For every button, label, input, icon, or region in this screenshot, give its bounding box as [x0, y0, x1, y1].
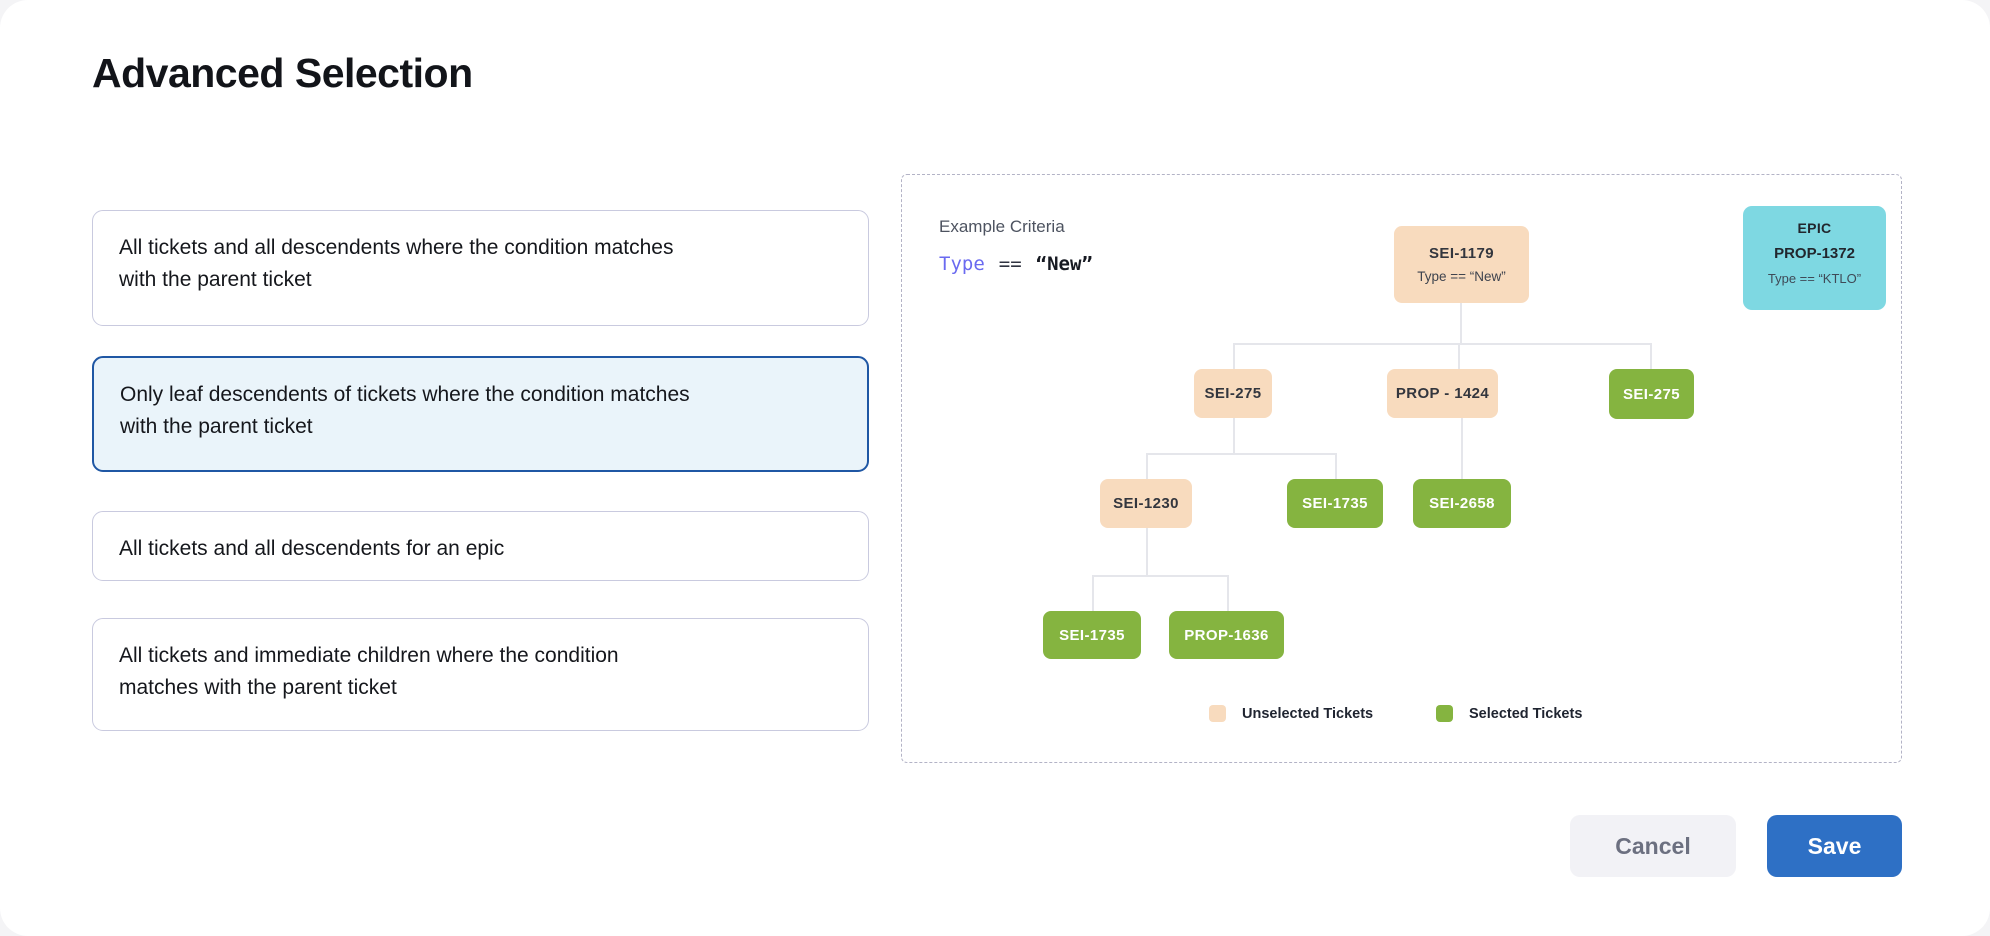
cancel-button[interactable]: Cancel — [1570, 815, 1736, 877]
tree-connector — [1092, 575, 1227, 577]
ticket-node: PROP - 1424 — [1387, 369, 1498, 418]
example-heading: Example Criteria — [939, 217, 1065, 236]
epic-card: EPIC PROP-1372 Type == “KTLO” — [1743, 206, 1886, 310]
ticket-node: SEI-275 — [1609, 369, 1694, 419]
tree-connector — [1335, 453, 1337, 479]
option-all-descendents-condition[interactable]: All tickets and all descendents where th… — [92, 210, 869, 326]
epic-type-label: EPIC — [1797, 220, 1832, 236]
ticket-id: PROP - 1424 — [1395, 385, 1490, 402]
criteria-operator: == — [998, 253, 1022, 275]
ticket-id: SEI-1230 — [1113, 495, 1179, 512]
ticket-id: SEI-2658 — [1429, 495, 1495, 512]
example-criteria-expression: Type == “New” — [939, 253, 1093, 275]
option-label: All tickets and immediate children where… — [119, 644, 619, 699]
tree-connector — [1146, 528, 1148, 575]
tree-connector — [1092, 575, 1094, 611]
tree-connector — [1233, 343, 1652, 345]
option-label: All tickets and all descendents for an e… — [119, 537, 505, 560]
tree-connector — [1146, 453, 1148, 479]
ticket-id: PROP-1636 — [1184, 626, 1269, 644]
option-leaf-descendents-condition[interactable]: Only leaf descendents of tickets where t… — [92, 356, 869, 472]
legend-swatch-unselected — [1209, 705, 1226, 722]
option-label: All tickets and all descendents where th… — [119, 236, 674, 291]
ticket-node: SEI-1735 — [1287, 479, 1383, 528]
tree-connector — [1146, 453, 1335, 455]
ticket-node: SEI-275 — [1194, 369, 1272, 418]
example-panel: Example Criteria Type == “New” EPIC PROP-1… — [901, 174, 1902, 763]
ticket-node-root: SEI-1179 Type == “New” — [1394, 226, 1529, 303]
save-button[interactable]: Save — [1767, 815, 1902, 877]
tree-connector — [1461, 418, 1463, 479]
ticket-id: SEI-1179 — [1429, 245, 1494, 262]
option-label: Only leaf descendents of tickets where t… — [120, 383, 690, 438]
ticket-id: SEI-1735 — [1302, 495, 1368, 512]
ticket-node: SEI-2658 — [1413, 479, 1511, 528]
tree-connector — [1227, 575, 1229, 611]
ticket-id: SEI-1735 — [1059, 626, 1125, 644]
criteria-value: “New” — [1035, 253, 1093, 275]
legend-swatch-selected — [1436, 705, 1453, 722]
ticket-node: PROP-1636 — [1169, 611, 1284, 659]
epic-id: PROP-1372 — [1774, 245, 1855, 262]
page-title: Advanced Selection — [92, 50, 473, 96]
tree-connector — [1458, 343, 1460, 369]
option-all-descendents-epic[interactable]: All tickets and all descendents for an e… — [92, 511, 869, 581]
legend-label-selected: Selected Tickets — [1469, 706, 1583, 722]
ticket-node: SEI-1230 — [1100, 479, 1192, 528]
tree-connector — [1233, 343, 1235, 369]
tree-connector — [1650, 343, 1652, 369]
tree-connector — [1460, 303, 1462, 343]
legend-label-unselected: Unselected Tickets — [1242, 706, 1374, 722]
criteria-field: Type — [939, 253, 985, 275]
tree-connector — [1233, 418, 1235, 453]
option-immediate-children-condition[interactable]: All tickets and immediate children where… — [92, 618, 869, 731]
ticket-id: SEI-275 — [1623, 385, 1680, 403]
ticket-condition: Type == “New” — [1417, 269, 1506, 284]
ticket-id: SEI-275 — [1204, 385, 1262, 402]
ticket-node: SEI-1735 — [1043, 611, 1141, 659]
epic-condition: Type == “KTLO” — [1767, 271, 1862, 286]
